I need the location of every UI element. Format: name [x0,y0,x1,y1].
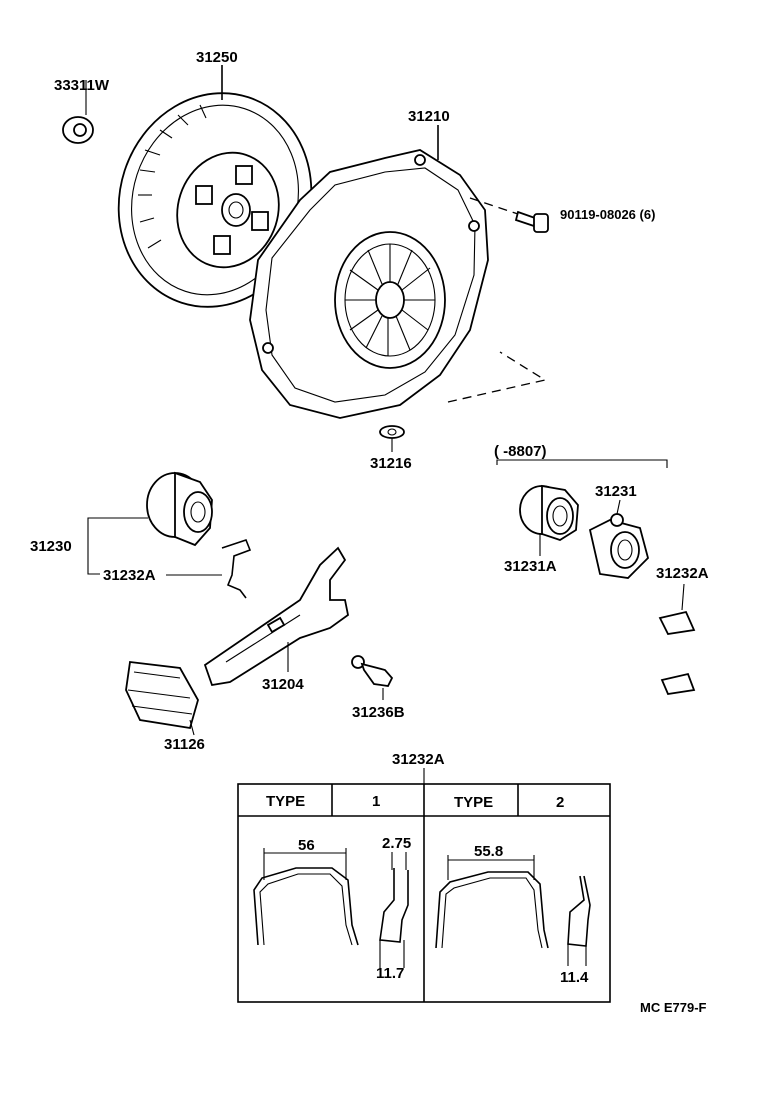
dim-t1-thick: 2.75 [382,835,411,852]
label-bolt: 90119-08026 (6) [560,207,655,222]
label-31231: 31231 [595,483,637,500]
pivot-31236B [351,655,394,700]
bearing-31231A [519,484,579,556]
pilot-bearing-33311W [62,80,94,144]
label-31216: 31216 [370,455,412,472]
clutch-cover-31210 [249,125,547,419]
bolt-90119-08026 [469,197,549,233]
bearing-hub-31231 [588,499,650,579]
leader-31230-b [87,545,100,575]
release-fork-31204 [203,546,349,687]
label-33311W: 33311W [54,77,110,94]
type-label-2: TYPE [454,794,493,811]
type-value-2: 2 [556,794,564,811]
label-31250: 31250 [196,49,238,66]
type-label-1: TYPE [266,793,305,810]
range-bracket [496,459,668,468]
label-31236B: 31236B [352,704,405,721]
clip-31232A-right-b [660,672,696,695]
dim-t2-depth: 11.4 [560,969,589,986]
type-value-1: 1 [372,793,380,810]
clip-31232A-left [221,539,252,599]
clip-31232A-right-a [658,610,696,635]
dim-t1-width: 56 [298,837,315,854]
label-31232A-table: 31232A [392,751,445,768]
label-31232A-right: 31232A [656,565,709,582]
leader-31232A-right [681,583,685,611]
dim-t2-width: 55.8 [474,843,503,860]
label-31231A: 31231A [504,558,557,575]
label-31232A-left: 31232A [103,567,156,584]
release-bearing-31230 [146,471,213,547]
clip-type-1-front [253,848,359,946]
label-31204: 31204 [262,676,304,693]
boot-31126 [125,661,199,736]
footer-code: MC E779-F [640,1000,707,1015]
label-31126: 31126 [164,736,205,753]
clip-type-1-side [379,852,409,968]
leader-31230-a [87,517,148,545]
label-31230: 31230 [30,538,72,555]
type-table [237,783,611,1003]
dim-t1-depth: 11.7 [376,965,404,982]
clip-31216 [379,425,405,452]
clip-type-2-side [567,875,591,966]
clip-type-2-front [435,855,549,949]
label-date-range: ( -8807) [494,443,547,460]
label-31210: 31210 [408,108,450,125]
